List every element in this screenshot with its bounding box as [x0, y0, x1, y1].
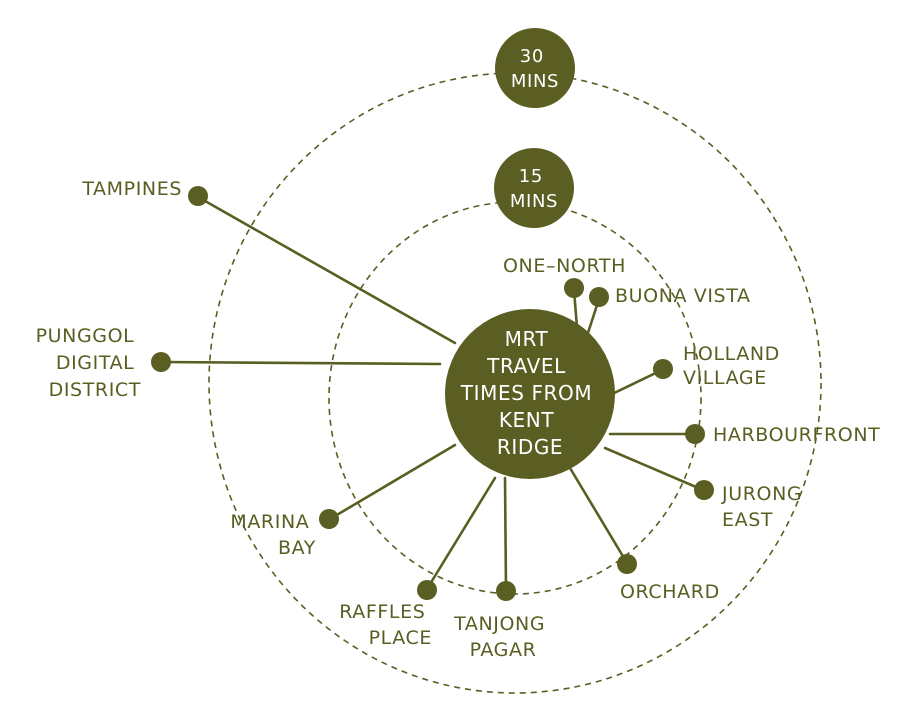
label-buona-vista: BUONA VISTA — [615, 285, 751, 307]
spoke-tanjong-pagar — [503, 476, 508, 592]
dot-tanjong-pagar — [496, 581, 516, 601]
hub-circle — [445, 309, 615, 479]
label-tampines: TAMPINES — [81, 178, 182, 200]
spoke-punggol-digital-district — [160, 360, 442, 366]
hub-line-4: KENT — [499, 408, 555, 432]
dot-orchard — [617, 554, 637, 574]
badge-30-line-1: 30 — [520, 46, 544, 67]
dot-one-north — [564, 278, 584, 298]
badge-30-mins: 30 MINS — [495, 28, 575, 108]
badge-15-line-1: 15 — [519, 166, 543, 187]
label-tanjong-pagar-line-2: PAGAR — [470, 639, 537, 661]
label-raffles-place-line-1: RAFFLES — [339, 601, 425, 623]
label-tampines-line-1: TAMPINES — [81, 178, 182, 200]
label-holland-village-line-2: VILLAGE — [683, 367, 767, 389]
label-holland-village: HOLLAND VILLAGE — [683, 343, 787, 389]
label-punggol-line-1: PUNGGOL — [36, 325, 135, 347]
hub-line-1: MRT — [505, 327, 549, 351]
spoke-tampines — [196, 195, 457, 345]
hub: MRT TRAVEL TIMES FROM KENT RIDGE — [445, 309, 615, 479]
badge-30-mins-circle — [495, 28, 575, 108]
spoke-holland-village — [608, 368, 664, 397]
hub-line-2: TRAVEL — [486, 354, 566, 378]
badge-15-mins-text: 15 MINS — [510, 166, 558, 212]
badge-30-line-2: MINS — [511, 71, 559, 92]
label-harbourfront: HARBOURFRONT — [713, 424, 880, 446]
label-raffles-place: RAFFLES PLACE — [339, 601, 432, 649]
label-jurong-east: JURONG EAST — [721, 483, 809, 531]
label-punggol-line-3: DISTRICT — [49, 379, 141, 401]
dot-punggol-digital-district — [151, 352, 171, 372]
spokes — [160, 195, 705, 592]
dot-tampines — [188, 186, 208, 206]
dot-raffles-place — [417, 580, 437, 600]
label-punggol-line-2: DIGITAL — [56, 352, 134, 374]
spoke-orchard — [568, 466, 629, 565]
dot-buona-vista — [589, 287, 609, 307]
label-punggol-digital-district: PUNGGOL DIGITAL DISTRICT — [36, 325, 141, 401]
label-one-north-line-1: ONE–NORTH — [503, 255, 626, 277]
label-raffles-place-line-2: PLACE — [369, 627, 432, 649]
badge-15-mins: 15 MINS — [494, 148, 574, 228]
label-buona-vista-line-1: BUONA VISTA — [615, 285, 751, 307]
label-jurong-east-line-2: EAST — [722, 509, 773, 531]
label-one-north: ONE–NORTH — [503, 255, 626, 277]
badge-15-line-2: MINS — [510, 191, 558, 212]
dot-jurong-east — [694, 480, 714, 500]
hub-line-5: RIDGE — [497, 435, 563, 459]
label-jurong-east-line-1: JURONG — [721, 483, 802, 505]
ring-30-mins — [208, 72, 822, 694]
label-tanjong-pagar: TANJONG PAGAR — [453, 613, 552, 661]
label-tanjong-pagar-line-1: TANJONG — [453, 613, 545, 635]
label-marina-bay-line-1: MARINA — [230, 511, 309, 533]
label-marina-bay: MARINA BAY — [230, 511, 316, 559]
label-orchard-line-1: ORCHARD — [620, 581, 720, 603]
label-holland-village-line-1: HOLLAND — [683, 343, 780, 365]
hub-title: MRT TRAVEL TIMES FROM KENT RIDGE — [460, 327, 599, 459]
spoke-raffles-place — [425, 476, 497, 591]
dot-marina-bay — [319, 509, 339, 529]
spoke-marina-bay — [328, 443, 457, 521]
spoke-jurong-east — [603, 446, 705, 492]
dot-holland-village — [653, 359, 673, 379]
badge-15-mins-circle — [494, 148, 574, 228]
label-harbourfront-line-1: HARBOURFRONT — [713, 424, 880, 446]
dot-harbourfront — [685, 424, 705, 444]
hub-line-3: TIMES FROM — [460, 381, 592, 405]
label-marina-bay-line-2: BAY — [278, 537, 316, 559]
station-dots — [151, 186, 714, 601]
label-orchard: ORCHARD — [620, 581, 720, 603]
badge-30-mins-text: 30 MINS — [511, 46, 559, 92]
station-labels: ONE–NORTH BUONA VISTA HOLLAND VILLAGE HA… — [36, 178, 880, 661]
